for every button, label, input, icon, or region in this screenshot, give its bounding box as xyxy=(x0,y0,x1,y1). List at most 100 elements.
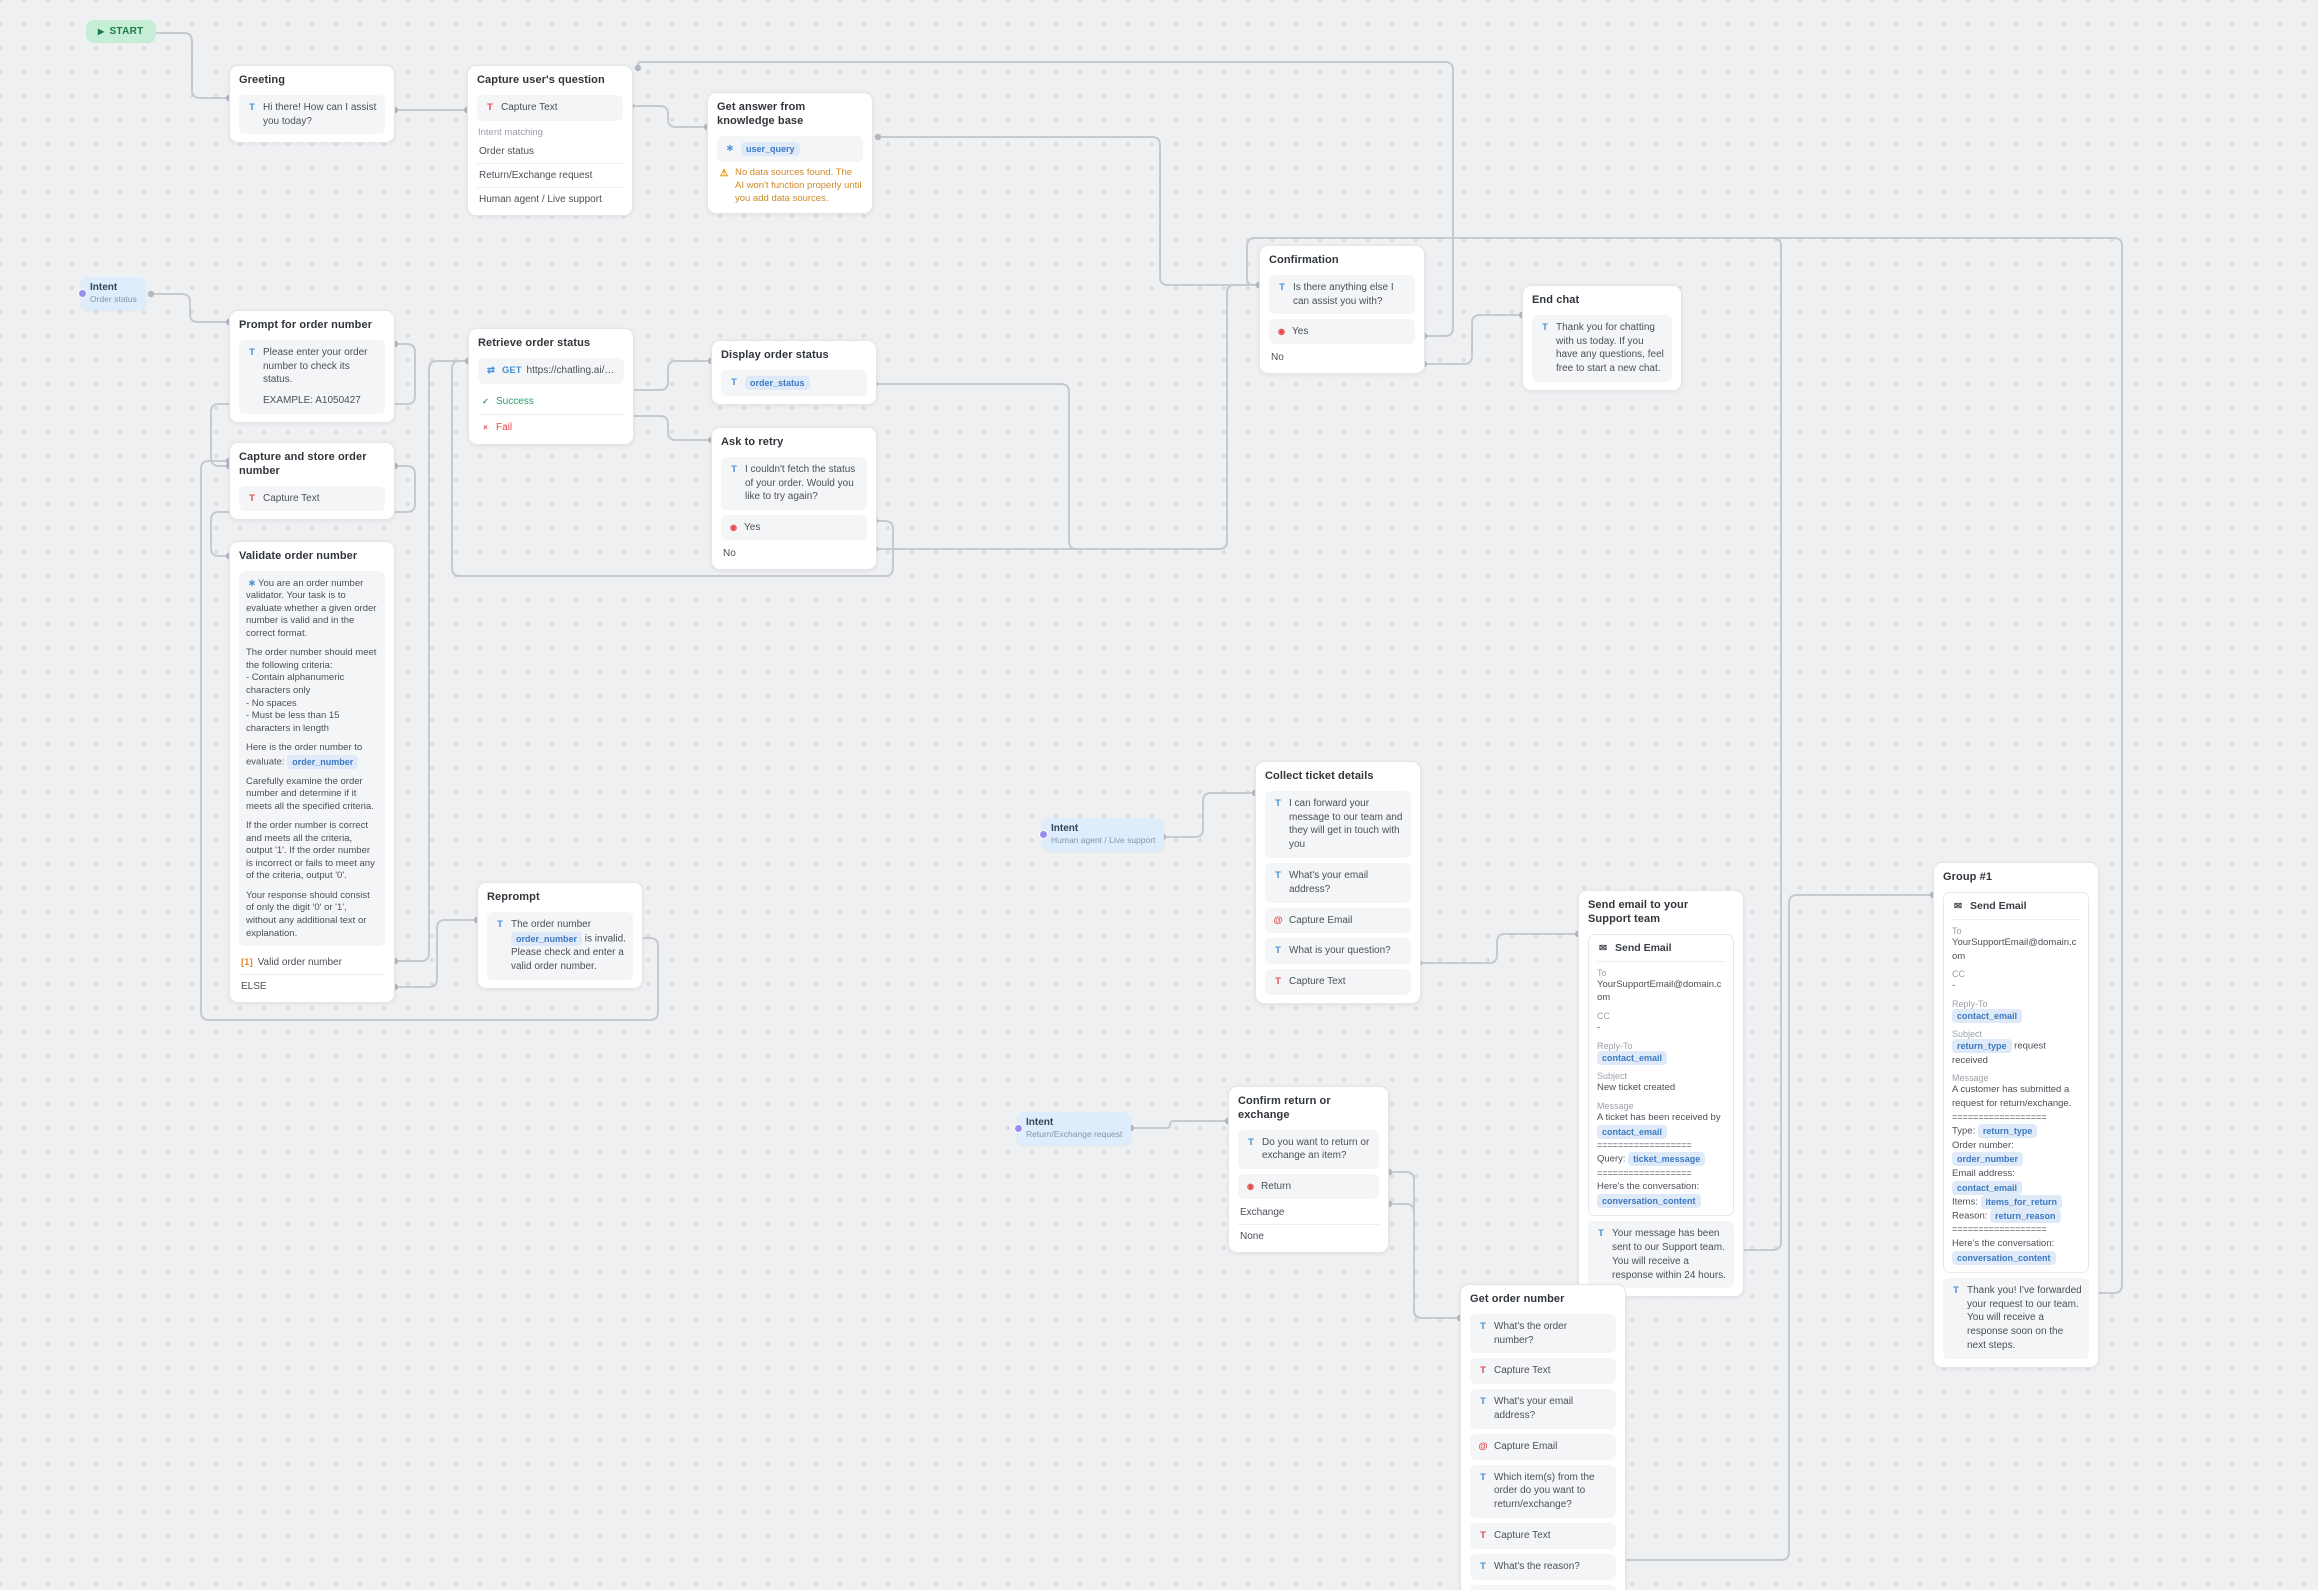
capture-email-block[interactable]: @ Capture Email xyxy=(1470,1433,1616,1460)
warning-icon: ⚠ xyxy=(719,167,729,179)
question-block[interactable]: T What's the reason? xyxy=(1470,1553,1616,1580)
intent-node-human-agent[interactable]: Intent Human agent / Live support xyxy=(1038,818,1165,851)
question-block[interactable]: T What's your email address? xyxy=(1265,862,1411,903)
node-confirm-return-exchange[interactable]: Confirm return or exchange T Do you want… xyxy=(1228,1086,1389,1254)
option-no[interactable]: No xyxy=(721,542,867,561)
message-block[interactable]: T Please enter your order number to chec… xyxy=(239,339,385,414)
subject-suffix: request received xyxy=(1952,1040,2046,1066)
variable-chip[interactable]: contact_email xyxy=(1597,1050,1668,1065)
node-ask-to-retry[interactable]: Ask to retry T I couldn't fetch the stat… xyxy=(711,427,877,571)
intent-option-return-exchange[interactable]: Return/Exchange request xyxy=(477,164,623,188)
message-block[interactable]: T Hi there! How can I assist you today? xyxy=(239,94,385,135)
intent-subtitle: Order status xyxy=(90,294,137,304)
confirmation-message-block[interactable]: T Your message has been sent to our Supp… xyxy=(1588,1221,1734,1289)
capture-text-block[interactable]: T Capture Text xyxy=(1470,1358,1616,1385)
node-retrieve-order-status[interactable]: Retrieve order status ⇄ GET https://chat… xyxy=(468,328,634,445)
option-no[interactable]: No xyxy=(1269,346,1415,365)
question-block[interactable]: T What is your question? xyxy=(1265,938,1411,965)
node-get-order-number[interactable]: Get order number T What's the order numb… xyxy=(1460,1284,1626,1590)
capture-text-block[interactable]: T Capture Text xyxy=(239,485,385,512)
branch-success[interactable]: ✓ Success xyxy=(478,389,624,415)
variable-chip[interactable]: order_number xyxy=(1952,1152,2024,1167)
option-label: Exchange xyxy=(1240,1207,1285,1219)
capture-text-block[interactable]: T Capture Text xyxy=(477,94,623,121)
message-block[interactable]: T Is there anything else I can assist yo… xyxy=(1269,274,1415,315)
node-confirmation[interactable]: Confirmation T Is there anything else I … xyxy=(1259,245,1425,375)
message-block[interactable]: T The order number order_number is inval… xyxy=(487,911,633,980)
capture-text-block[interactable]: T Capture Text xyxy=(1265,969,1411,995)
message-block[interactable]: T order_status xyxy=(721,369,867,397)
capture-email-icon: @ xyxy=(1478,1440,1488,1452)
ai-answer-block[interactable]: ∗ user_query xyxy=(717,135,863,162)
node-validate-order-number[interactable]: Validate order number ∗You are an order … xyxy=(229,541,395,1004)
branch-fail[interactable]: × Fail xyxy=(478,415,624,436)
message-block[interactable]: T Do you want to return or exchange an i… xyxy=(1238,1129,1379,1170)
variable-chip[interactable]: return_type xyxy=(1952,1039,2012,1054)
option-return[interactable]: ◉ Return xyxy=(1238,1174,1379,1200)
email-card[interactable]: ✉ Send Email To YourSupportEmail@domain.… xyxy=(1588,933,1734,1217)
node-display-order-status[interactable]: Display order status T order_status xyxy=(711,340,877,406)
question-block[interactable]: T Which item(s) from the order do you wa… xyxy=(1470,1464,1616,1518)
email-card[interactable]: ✉ Send Email To YourSupportEmail@domain.… xyxy=(1943,891,2089,1273)
node-capture-store-order-number[interactable]: Capture and store order number T Capture… xyxy=(229,442,395,521)
node-prompt-order-number[interactable]: Prompt for order number T Please enter y… xyxy=(229,310,395,423)
capture-email-block[interactable]: @ Capture Email xyxy=(1265,907,1411,934)
variable-chip[interactable]: user_query xyxy=(741,141,800,156)
node-end-chat[interactable]: End chat T Thank you for chatting with u… xyxy=(1522,285,1682,391)
capture-text-block[interactable]: T Capture Text xyxy=(1470,1522,1616,1549)
variable-chip[interactable]: order_status xyxy=(745,375,810,390)
variable-chip[interactable]: return_type xyxy=(1977,1124,2038,1139)
confirmation-message-block[interactable]: T Thank you! I've forwarded your request… xyxy=(1943,1277,2089,1359)
question-block[interactable]: T What's your email address? xyxy=(1470,1389,1616,1429)
field-label: Subject xyxy=(1597,1071,1628,1082)
intent-option-human-agent[interactable]: Human agent / Live support xyxy=(477,188,623,207)
variable-chip[interactable]: order_number xyxy=(287,754,359,769)
intent-node-order-status[interactable]: Intent Order status xyxy=(78,277,146,310)
message-block[interactable]: T Thank you for chatting with us today. … xyxy=(1532,314,1672,382)
node-reprompt[interactable]: Reprompt T The order number order_number… xyxy=(477,882,643,989)
node-capture-user-question[interactable]: Capture user's question T Capture Text I… xyxy=(467,65,633,216)
node-knowledge-base[interactable]: Get answer from knowledge base ∗ user_qu… xyxy=(707,92,873,215)
node-collect-ticket-details[interactable]: Collect ticket details T I can forward y… xyxy=(1255,761,1421,1004)
option-none[interactable]: None xyxy=(1238,1225,1379,1244)
branch-else[interactable]: ELSE xyxy=(239,975,385,994)
option-yes[interactable]: ◉ Yes xyxy=(721,515,867,541)
question-block[interactable]: T What's the order number? xyxy=(1470,1313,1616,1354)
variable-chip[interactable]: contact_email xyxy=(1952,1009,2023,1024)
text-message-icon: T xyxy=(497,918,503,930)
field-value: YourSupportEmail@domain.com xyxy=(1597,978,1722,1004)
capture-text-label: Capture Text xyxy=(1494,1365,1551,1377)
intent-node-return-exchange[interactable]: Intent Return/Exchange request xyxy=(1013,1112,1132,1145)
capture-text-label: Capture Text xyxy=(501,101,558,113)
variable-chip[interactable]: return_reason xyxy=(1990,1209,2061,1224)
branch-index: [1] xyxy=(241,957,253,969)
kv-label: Type: xyxy=(1952,1125,1976,1137)
message-pre: The order number xyxy=(511,918,592,930)
node-group-1[interactable]: Group #1 ✉ Send Email To YourSupportEmai… xyxy=(1933,862,2099,1368)
message-block[interactable]: T I couldn't fetch the status of your or… xyxy=(721,456,867,511)
message-text: Thank you! I've forwarded your request t… xyxy=(1967,1284,2082,1352)
variable-chip[interactable]: conversation_content xyxy=(1597,1193,1701,1208)
start-node[interactable]: ▶ START xyxy=(86,20,156,43)
intent-option-order-status[interactable]: Order status xyxy=(477,140,623,164)
capture-text-block[interactable]: T Capture Text xyxy=(1470,1584,1616,1590)
variable-chip[interactable]: conversation_content xyxy=(1952,1250,2056,1265)
option-yes[interactable]: ◉ Yes xyxy=(1269,319,1415,345)
variable-chip[interactable]: items_for_return xyxy=(1980,1194,2063,1209)
variable-chip[interactable]: contact_email xyxy=(1952,1180,2023,1195)
node-send-email-support[interactable]: Send email to your Support team ✉ Send E… xyxy=(1578,890,1744,1298)
text-message-icon: T xyxy=(1480,1560,1486,1572)
start-label: START xyxy=(109,26,144,37)
variable-chip[interactable]: contact_email xyxy=(1597,1124,1668,1139)
field-value: return_type request received xyxy=(1952,1039,2080,1067)
variable-chip[interactable]: ticket_message xyxy=(1628,1152,1706,1167)
node-greeting[interactable]: Greeting T Hi there! How can I assist yo… xyxy=(229,65,395,144)
branch-valid[interactable]: [1] Valid order number xyxy=(239,951,385,976)
option-exchange[interactable]: Exchange xyxy=(1238,1201,1379,1226)
field-label: Subject xyxy=(1952,1029,1983,1040)
message-block[interactable]: T I can forward your message to our team… xyxy=(1265,790,1411,858)
ai-prompt-block[interactable]: ∗You are an order number validator. Your… xyxy=(239,570,385,947)
message-line: A customer has submitted a request for r… xyxy=(1952,1084,2072,1110)
http-request-block[interactable]: ⇄ GET https://chatling.ai/demo-ap... xyxy=(478,357,624,384)
variable-chip[interactable]: order_number xyxy=(511,931,583,946)
